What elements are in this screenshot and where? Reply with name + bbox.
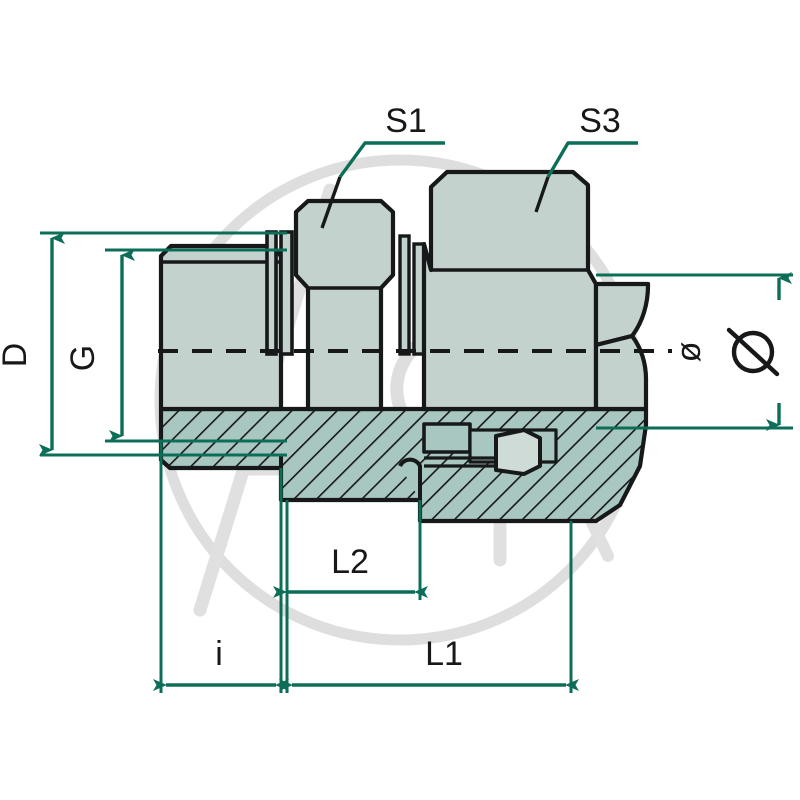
- dimension-diameter-label: ø: [670, 342, 708, 363]
- callout-S3-leader: [546, 141, 638, 178]
- dimension-L2-label: L2: [331, 543, 369, 581]
- dimension-L1: L1: [279, 500, 579, 693]
- callout-S3-tip: [534, 176, 550, 213]
- dimension-D-label: D: [0, 343, 34, 368]
- spacer-ring-a: [398, 234, 411, 356]
- callout-S3-label: S3: [579, 102, 621, 140]
- hex-body-s1: [293, 198, 396, 412]
- tube-bulge-lower: [593, 333, 649, 412]
- ferrule-seat: [422, 422, 472, 454]
- dimension-i: i: [153, 441, 289, 693]
- dimension-D: D: [0, 231, 287, 457]
- dimension-G-label: G: [64, 345, 102, 371]
- dimension-i-label: i: [215, 635, 223, 673]
- cutting-ring: [494, 428, 542, 476]
- callout-S1: S1: [320, 102, 445, 229]
- callout-S3: S3: [534, 102, 638, 213]
- union-nut-s3: [421, 169, 599, 412]
- dimension-L1-label: L1: [425, 635, 463, 673]
- section-notch-b: [398, 457, 422, 500]
- callout-S1-tip: [320, 176, 342, 229]
- dimension-diameter: ø: [596, 272, 793, 431]
- callout-S1-label: S1: [385, 102, 427, 140]
- diameter-symbol-icon: [726, 327, 780, 377]
- callout-S1-leader: [338, 141, 445, 179]
- dimension-G: G: [64, 248, 287, 443]
- male-thread-left: [158, 243, 284, 412]
